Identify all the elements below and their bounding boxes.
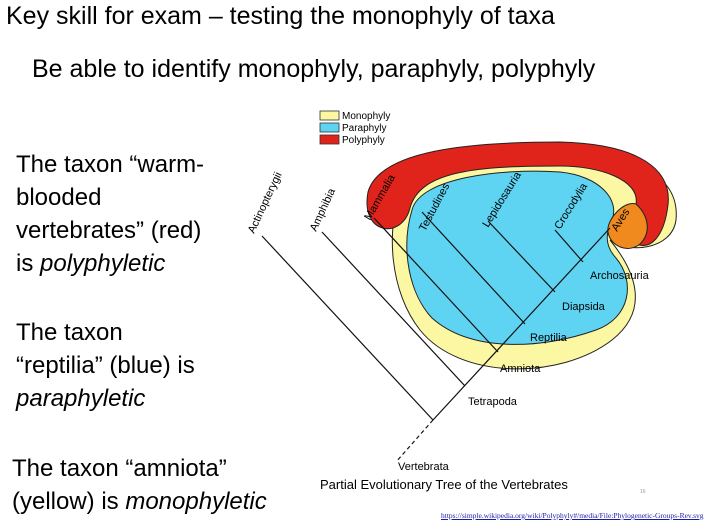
node-label-diapsida: Diapsida xyxy=(562,301,606,313)
text-line: The taxon “amniota” xyxy=(12,455,227,482)
legend-swatch-polyphyly xyxy=(319,134,340,145)
text-prefix: is xyxy=(16,250,40,277)
leaf-label-actinopterygii: Actinopterygii xyxy=(246,170,285,235)
legend-label-paraphyly: Paraphyly xyxy=(342,123,386,134)
emphasis-monophyletic: monophyletic xyxy=(125,488,267,515)
text-line: (yellow) is monophyletic xyxy=(12,485,312,518)
source-link[interactable]: https://simple.wikipedia.org/wiki/Polyph… xyxy=(441,511,704,520)
polyphyly-explanation: The taxon “warm- blooded vertebrates” (r… xyxy=(16,148,256,280)
text-line: The taxon xyxy=(16,319,123,346)
legend-label-monophyly: Monophyly xyxy=(342,111,390,122)
text-line: The taxon “warm- xyxy=(16,151,205,178)
legend: Monophyly Paraphyly Polyphyly xyxy=(319,110,390,146)
diagram-caption: Partial Evolutionary Tree of the Vertebr… xyxy=(320,477,568,492)
paraphyly-explanation: The taxon “reptilia” (blue) is paraphyle… xyxy=(16,316,256,415)
leaf-label-amphibia: Amphibia xyxy=(308,186,339,233)
legend-swatch-paraphyly xyxy=(319,122,340,133)
aves-overlap-region xyxy=(607,203,648,249)
slide-subtitle: Be able to identify monophyly, paraphyly… xyxy=(32,55,596,83)
node-label-reptilia: Reptilia xyxy=(530,332,568,344)
paraphyly-region xyxy=(406,170,628,345)
monophyly-explanation: The taxon “amniota” (yellow) is monophyl… xyxy=(12,452,312,518)
emphasis-polyphyletic: polyphyletic xyxy=(40,250,166,277)
text-line: is polyphyletic xyxy=(16,247,256,280)
text-line: vertebrates” (red) xyxy=(16,217,202,244)
node-label-amniota: Amniota xyxy=(500,363,541,375)
text-line: blooded xyxy=(16,184,102,211)
emphasis-paraphyletic: paraphyletic xyxy=(16,385,146,412)
text-line: “reptilia” (blue) is xyxy=(16,352,195,379)
node-label-archosauria: Archosauria xyxy=(590,270,650,282)
node-label-vertebrata: Vertebrata xyxy=(398,461,450,473)
legend-label-polyphyly: Polyphyly xyxy=(342,135,385,146)
text-prefix: (yellow) is xyxy=(12,488,126,515)
slide-title: Key skill for exam – testing the monophy… xyxy=(6,2,555,30)
node-label-tetrapoda: Tetrapoda xyxy=(468,396,518,408)
tree-branches xyxy=(261,211,611,421)
slide-number: 16 xyxy=(640,489,646,495)
text-line: paraphyletic xyxy=(16,382,256,415)
vertebrata-stem xyxy=(395,419,434,463)
legend-swatch-monophyly xyxy=(319,110,340,121)
